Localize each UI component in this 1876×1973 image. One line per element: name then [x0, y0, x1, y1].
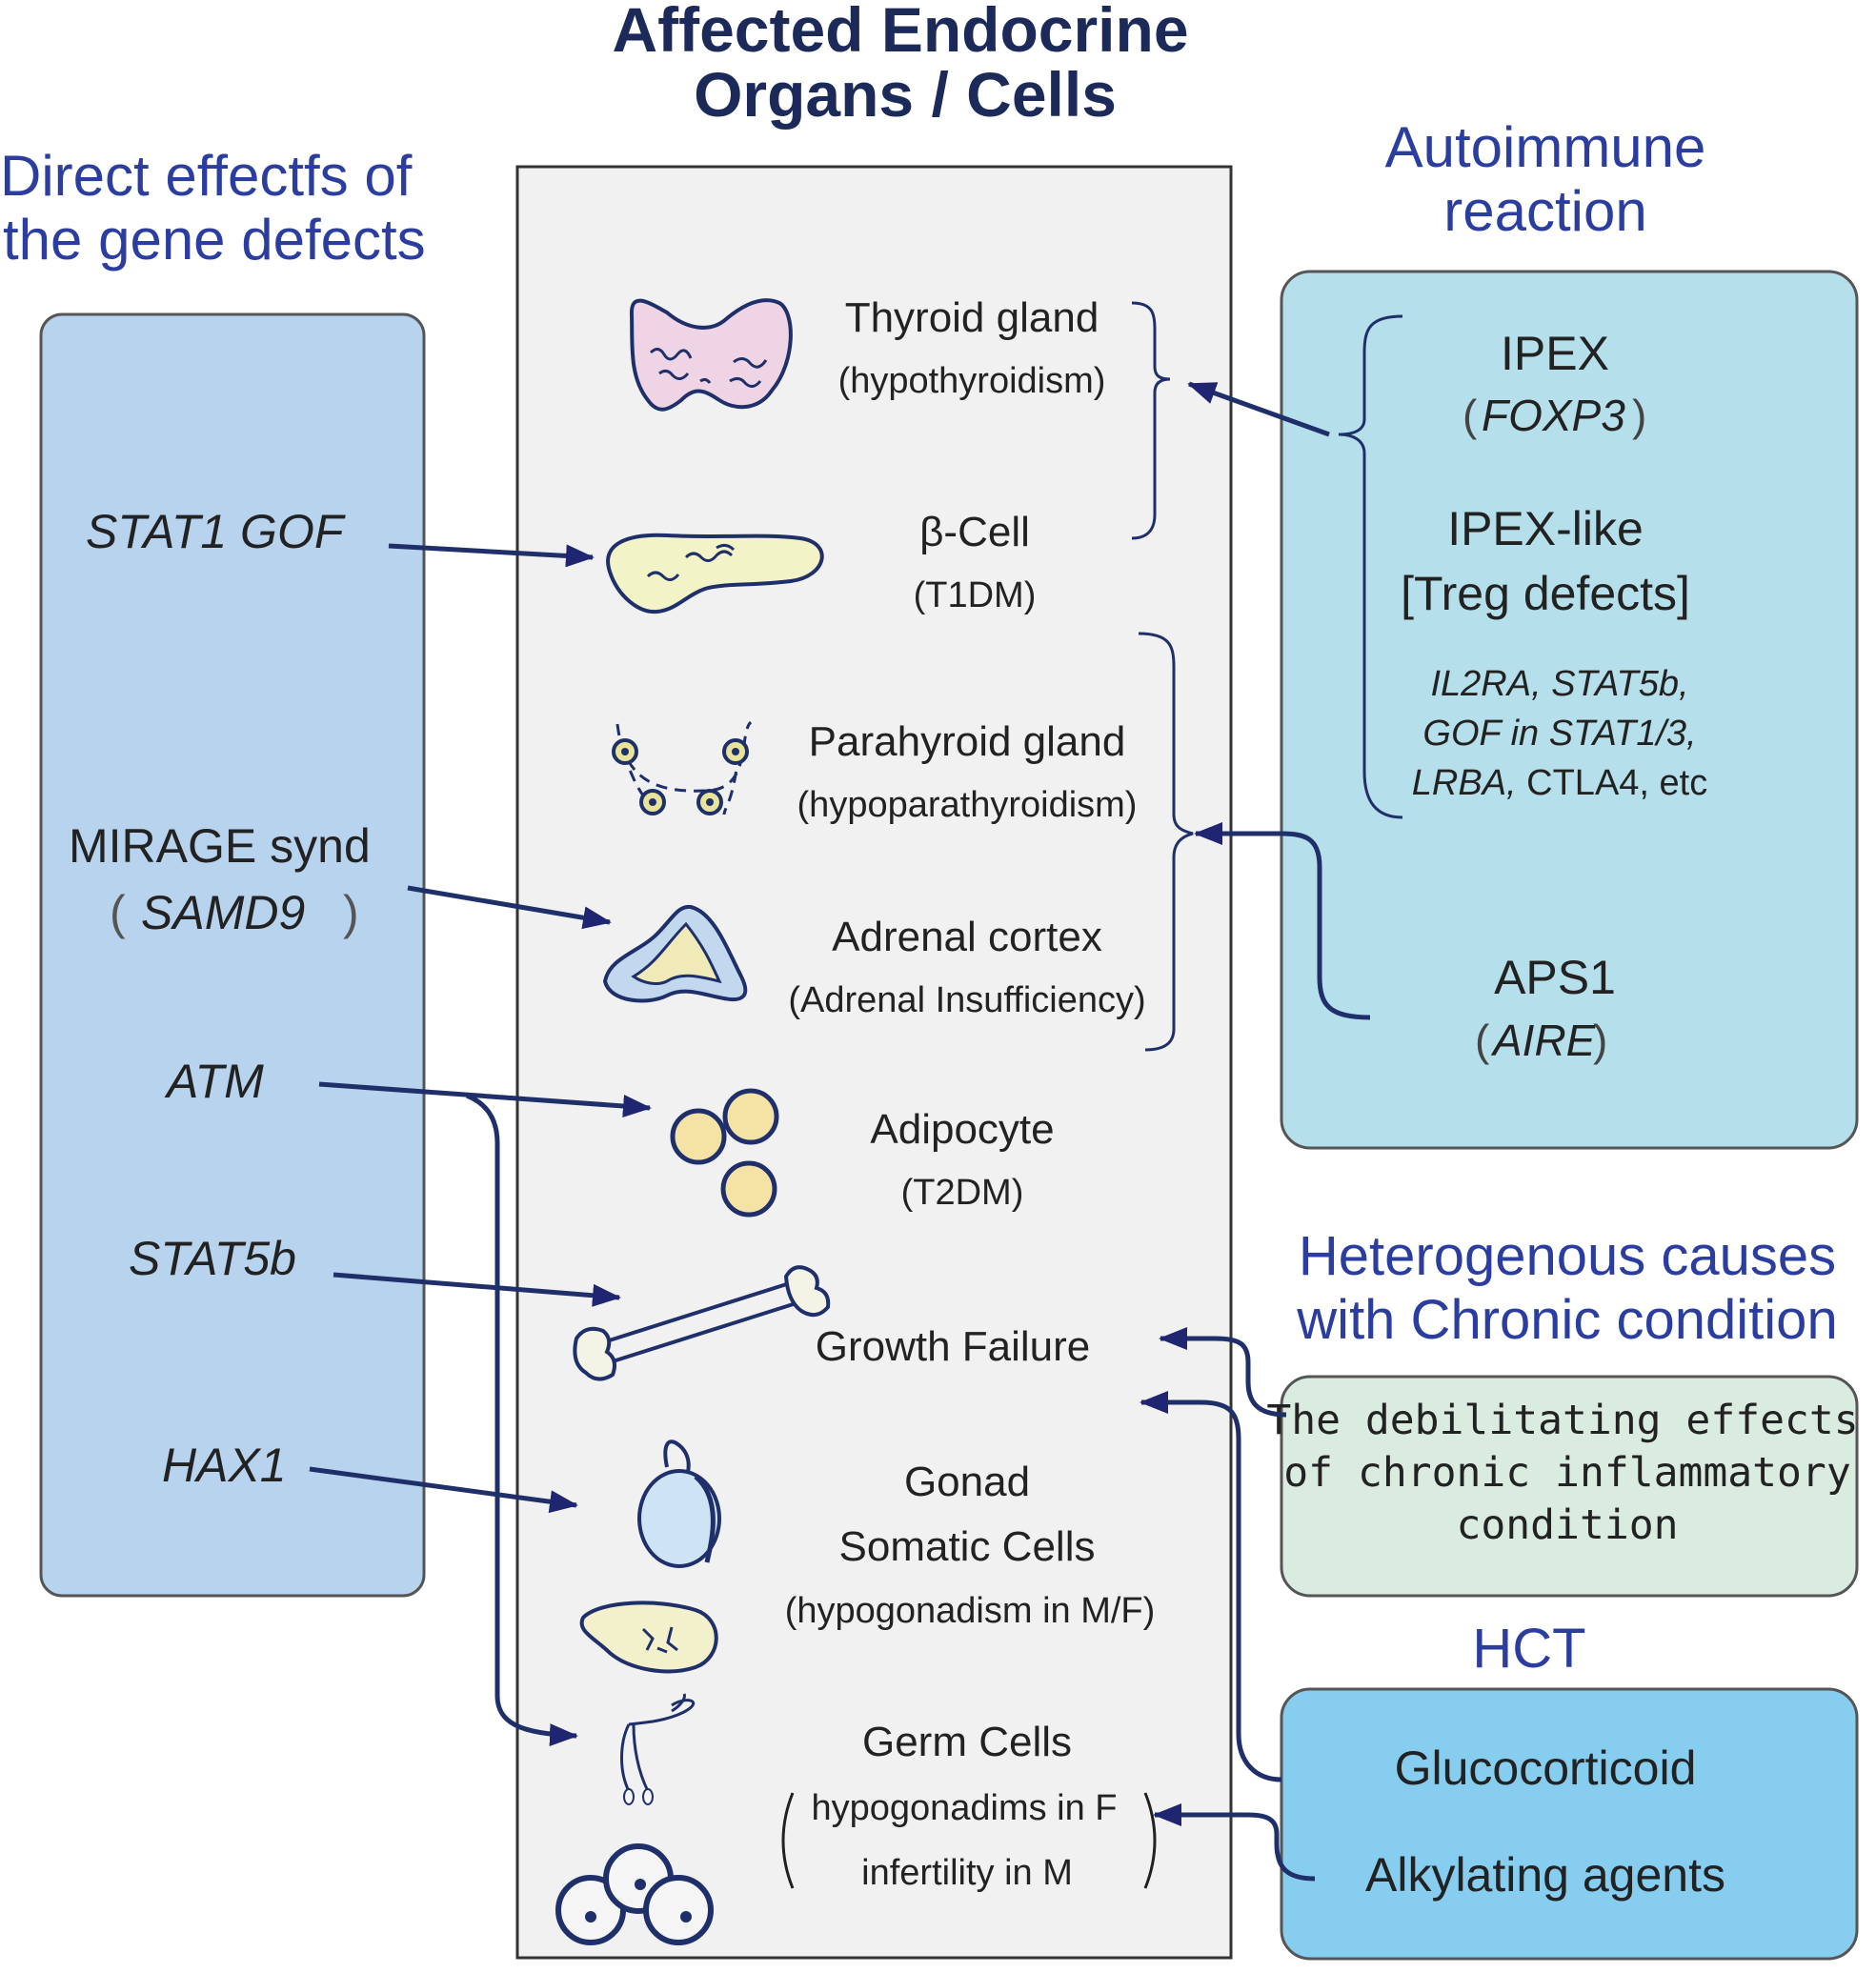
- aire-close-paren: ): [1593, 1016, 1607, 1065]
- oocyte-icon: [555, 1843, 714, 1945]
- organ-somatic-cells: Somatic Cells: [839, 1523, 1096, 1570]
- ipex-label: IPEX: [1501, 327, 1609, 380]
- foxp3-open-paren: (: [1462, 391, 1478, 440]
- chronic-line1: The debilitating effects: [1266, 1397, 1858, 1444]
- adipocyte-icon: [670, 1088, 779, 1218]
- organ-gonad-sub: (hypogonadism in M/F): [785, 1591, 1156, 1631]
- ovary-icon: [579, 1601, 718, 1674]
- adrenal-cortex-icon: [602, 904, 748, 1003]
- atm-germ-arrow: [465, 1093, 578, 1747]
- organ-growth-failure: Growth Failure: [816, 1323, 1091, 1370]
- right-header-line1: Autoimmune: [1385, 115, 1706, 179]
- organ-germ-sub2: infertility in M: [861, 1853, 1073, 1893]
- sperm-icon: [620, 1693, 696, 1805]
- left-panel: [39, 312, 426, 1598]
- organ-adipocyte: Adipocyte: [870, 1106, 1054, 1153]
- organ-adrenal: Adrenal cortex: [832, 914, 1102, 960]
- bone-icon: [573, 1265, 831, 1381]
- arrows: [309, 381, 1371, 1882]
- gene-hax1: HAX1: [162, 1439, 287, 1492]
- aire-open-paren: (: [1475, 1016, 1490, 1065]
- glucocorticoid-growth-arrow: [1140, 1391, 1282, 1782]
- chronic-panel: [1280, 1375, 1859, 1598]
- parathyroid-gland-icon: [612, 720, 753, 815]
- alkylating-label: Alkylating agents: [1365, 1848, 1725, 1902]
- autoimmune-panel: [1280, 270, 1859, 1150]
- alkylating-germ-arrow: [1153, 1803, 1316, 1882]
- aps1-label: APS1: [1494, 951, 1616, 1004]
- atm-adipocyte-arrow: [318, 1081, 652, 1117]
- center-header-line1: Affected Endocrine: [612, 0, 1188, 65]
- organ-germ-cells: Germ Cells: [862, 1719, 1072, 1765]
- left-header-line1: Direct effectfs of: [0, 144, 413, 208]
- center-panel: [515, 165, 1233, 1960]
- gene-atm: ATM: [164, 1055, 264, 1108]
- samd9-adrenal-arrow: [407, 885, 612, 930]
- organ-thyroid: Thyroid gland: [845, 294, 1099, 341]
- gene-stat5b: STAT5b: [129, 1232, 296, 1285]
- organ-adipocyte-sub: (T2DM): [901, 1173, 1024, 1213]
- chronic-line2: of chronic inflammatory: [1283, 1449, 1850, 1497]
- parathyroid-adrenal-brace: [1138, 632, 1194, 1052]
- lrba-label: LRBA,: [1412, 763, 1517, 803]
- organ-gonad: Gonad: [904, 1459, 1030, 1505]
- ipex-like-label: IPEX-like: [1447, 502, 1644, 555]
- hetero-header-line1: Heterogenous causes: [1299, 1225, 1836, 1287]
- stat1-beta-arrow: [388, 543, 595, 568]
- foxp3-label: FOXP3: [1482, 391, 1625, 440]
- right-header-line2: reaction: [1443, 179, 1646, 243]
- ipex-like-genes-2: GOF in STAT1/3,: [1422, 714, 1696, 754]
- hct-panel: [1280, 1687, 1859, 1961]
- ipex-like-genes-3: LRBA, CTLA4, etc: [1412, 763, 1707, 803]
- ctla4-label: CTLA4, etc: [1517, 763, 1708, 803]
- ipex-like-genes-1: IL2RA, STAT5b,: [1430, 664, 1688, 704]
- autoimmune-brace: [1338, 314, 1403, 819]
- organ-beta-cell: β-Cell: [919, 509, 1030, 555]
- foxp3-close-paren: ): [1632, 391, 1646, 440]
- organ-germ-sub1: hypogonadims in F: [811, 1788, 1117, 1828]
- hax1-gonad-arrow: [309, 1466, 578, 1514]
- hetero-header-line2: with Chronic condition: [1296, 1289, 1837, 1351]
- samd9-open-paren: (: [110, 886, 126, 939]
- thyroid-beta-brace: [1131, 301, 1171, 540]
- chronic-line3: condition: [1457, 1501, 1679, 1549]
- treg-defects-label: [Treg defects]: [1401, 567, 1690, 620]
- organ-parathyroid: Parahyroid gland: [809, 718, 1126, 765]
- chronic-growth-arrow: [1159, 1327, 1287, 1418]
- germ-right-paren: [1143, 1792, 1157, 1889]
- center-header-line2: Organs / Cells: [694, 59, 1117, 130]
- gene-mirage: MIRAGE synd: [69, 819, 371, 873]
- beta-cell-icon: [606, 533, 824, 614]
- left-header-line2: the gene defects: [3, 208, 426, 272]
- aps1-adrenal-arrow: [1194, 822, 1371, 1020]
- germ-left-paren: [781, 1792, 795, 1889]
- stat5b-growth-arrow: [333, 1272, 621, 1307]
- gene-samd9: SAMD9: [141, 886, 305, 939]
- organ-adrenal-sub: (Adrenal Insufficiency): [788, 980, 1145, 1020]
- gene-stat1-gof: STAT1 GOF: [86, 505, 346, 558]
- organ-parathyroid-sub: (hypoparathyroidism): [797, 785, 1138, 825]
- autoimmune-thyroid-arrow: [1187, 381, 1330, 437]
- hct-header: HCT: [1472, 1618, 1585, 1680]
- thyroid-gland-icon: [629, 298, 793, 412]
- samd9-close-paren: ): [343, 886, 359, 939]
- testis-icon: [637, 1439, 721, 1568]
- aire-label: AIRE: [1490, 1016, 1597, 1065]
- organ-thyroid-sub: (hypothyroidism): [838, 361, 1106, 401]
- glucocorticoid-label: Glucocorticoid: [1395, 1741, 1697, 1795]
- organ-beta-sub: (T1DM): [914, 575, 1037, 615]
